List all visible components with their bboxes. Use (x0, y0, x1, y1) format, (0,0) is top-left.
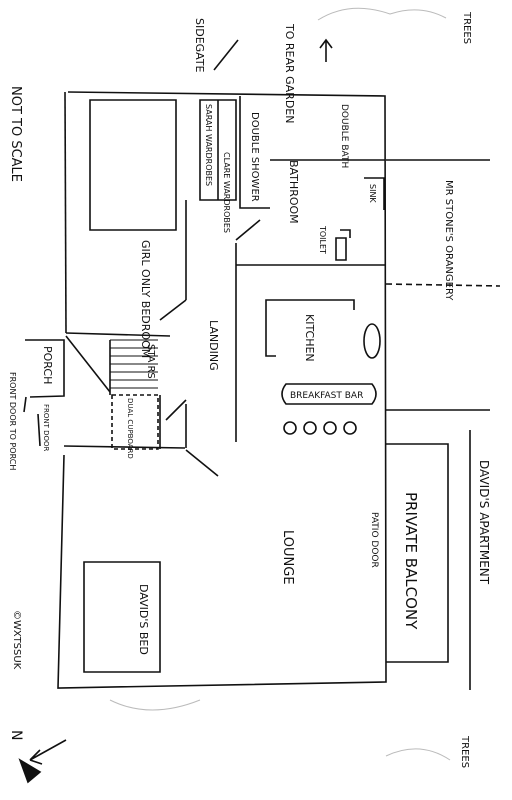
front-door-label: FRONT DOOR (42, 404, 50, 452)
north-arrow-head-icon (18, 758, 42, 784)
double-shower-label: DOUBLE SHOWER (249, 112, 260, 202)
porch-front-door (37, 413, 41, 447)
north-label: N (8, 730, 24, 740)
stairs-diagonal (65, 335, 111, 393)
breakfast-bar-shape (281, 383, 377, 405)
davids-bed-label: DAVID'S BED (137, 584, 150, 655)
toilet-bowl (340, 229, 351, 238)
davids-bed (83, 561, 161, 673)
breakfast-bar-label: BREAKFAST BAR (290, 391, 363, 401)
stool (323, 421, 337, 435)
wall-bedroom-porch (65, 332, 171, 337)
kitchen-label: KITCHEN (303, 314, 316, 362)
side-gate-label: SIDEGATE (193, 18, 206, 73)
stool (343, 421, 357, 435)
north-arrow-top-icon (319, 38, 333, 62)
lounge-door-swing (185, 449, 219, 477)
landing-label: LANDING (207, 320, 220, 371)
north-arrow-icon (29, 739, 67, 765)
bedroom-bed (89, 99, 177, 231)
sarah-wardrobes-label: SARAH WARDROBES (204, 104, 213, 186)
trees-bottom-label: TREES (459, 735, 470, 768)
stool (303, 421, 317, 435)
clare-wardrobes-label: CLARE WARDROBES (222, 152, 231, 233)
patio-door-label: PATIO DOOR (369, 512, 379, 568)
sink-box (364, 177, 385, 210)
porch-wall (25, 339, 65, 398)
front-door-to-porch-label: FRONT DOOR TO PORCH (8, 372, 17, 470)
shower-wall (239, 96, 270, 209)
toilet-label: TOILET (318, 225, 327, 254)
double-bath-label: DOUBLE BATH (339, 104, 349, 168)
not-to-scale-label: NOT TO SCALE (8, 86, 23, 182)
girl-only-bedroom-label: GIRL ONLY BEDROOM (139, 240, 152, 358)
mr-stones-orangery-label: MR STONE'S ORANGERY (443, 180, 454, 301)
dual-cupboard-box (111, 394, 159, 450)
stairs-steps (110, 339, 158, 389)
lounge-label: LOUNGE (280, 530, 295, 585)
tree-scribbles (109, 7, 451, 761)
kitchen-counter (265, 299, 355, 357)
side-gate-line (213, 39, 239, 71)
outer-wall (57, 91, 387, 689)
orangery-divider (385, 283, 501, 287)
sink-label: SINK (368, 184, 377, 203)
walls (18, 38, 501, 784)
copyright-label: ©WXTSSUK (11, 610, 22, 670)
porch-post (23, 396, 27, 413)
stool (283, 421, 297, 435)
bedroom-door-swing (159, 299, 187, 321)
davids-apartment-label: DAVID'S APARTMENT (477, 460, 491, 585)
landing-door-swing (165, 399, 187, 421)
stairs-label: STAIRS (145, 344, 156, 379)
wall-lower-left (63, 445, 186, 449)
porch-label: PORCH (41, 346, 54, 384)
balcony-outline (386, 443, 449, 663)
toilet-box (335, 237, 347, 261)
bathroom-door-swing (235, 219, 261, 241)
dual-cupboard-label: DUAL CUPBOARD (126, 398, 134, 459)
wardrobes-box (199, 99, 237, 201)
bathroom-label: BATHROOM (287, 160, 300, 224)
kitchen-oval (363, 323, 381, 359)
to-rear-garden-label: TO REAR GARDEN (283, 23, 296, 123)
trees-top-label: TREES (461, 11, 472, 44)
private-balcony-label: PRIVATE BALCONY (402, 492, 420, 630)
outer-wall-upper-left (64, 91, 67, 334)
